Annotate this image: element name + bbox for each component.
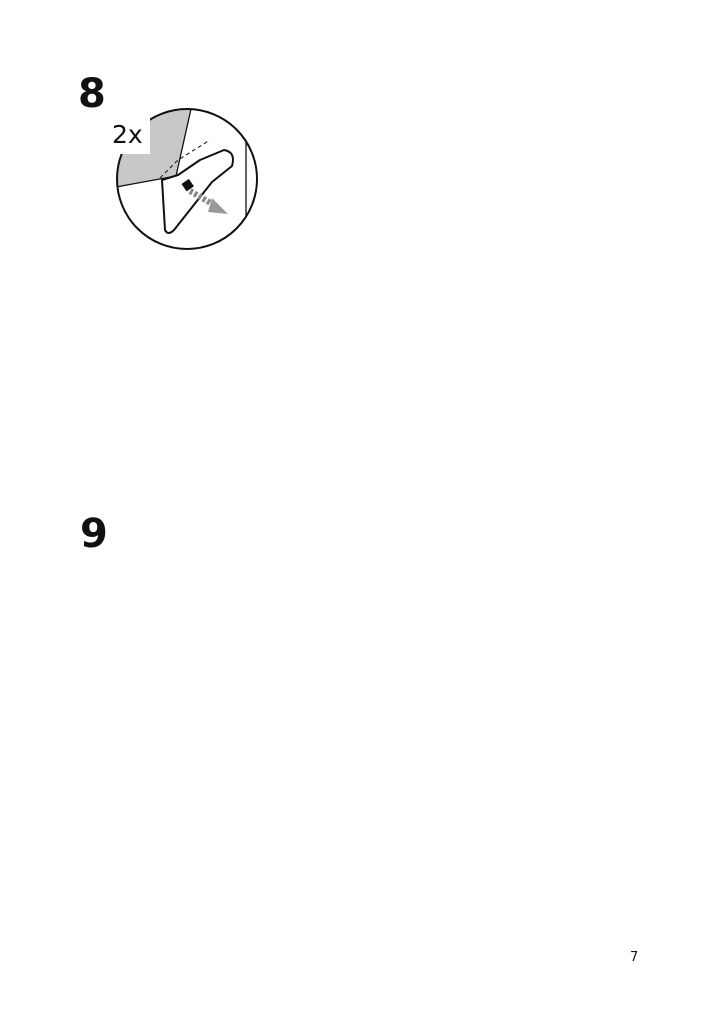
slot-fold-detail-icon [108,108,258,250]
page-number: 7 [630,950,639,965]
step-8-number: 8 [78,71,106,117]
step-9-number: 9 [80,511,108,557]
quantity-label: 2x [112,120,143,149]
